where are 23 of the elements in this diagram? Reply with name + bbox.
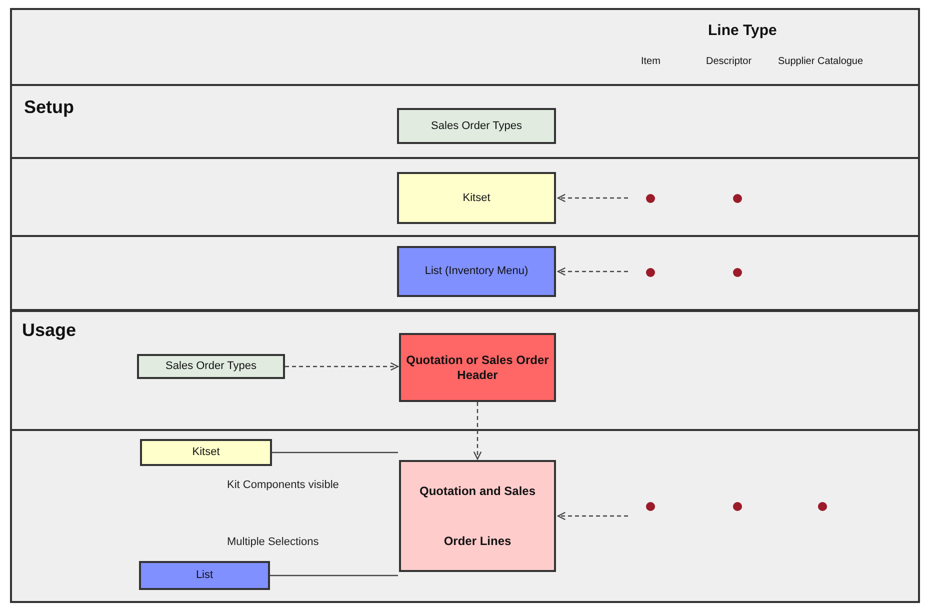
arrow [285, 362, 399, 371]
column-header: Supplier Catalogue [778, 56, 864, 67]
edge-label: Kit Components visible [225, 479, 341, 491]
edge-label: Multiple Selections [225, 536, 321, 548]
process-box: Kitset [397, 172, 556, 224]
arrow [557, 194, 628, 202]
arrow [557, 512, 628, 520]
process-box: Sales Order Types [397, 108, 556, 144]
process-box: Quotation and Sales Order Lines [399, 460, 556, 572]
column-heading: Line Type [708, 22, 777, 39]
section-heading: Usage [22, 320, 76, 341]
connector-line [272, 452, 398, 454]
arrow [557, 267, 628, 276]
connector-line [270, 574, 398, 576]
section-heading: Setup [24, 97, 74, 118]
process-box: List (Inventory Menu) [397, 246, 556, 297]
column-header: Item [641, 56, 660, 67]
process-box: Kitset [140, 439, 272, 466]
process-box: Sales Order Types [137, 354, 285, 379]
process-box: List [139, 561, 270, 590]
process-box: Quotation or Sales Order Header [399, 333, 556, 402]
arrow [473, 402, 482, 460]
column-header: Descriptor [706, 56, 752, 67]
